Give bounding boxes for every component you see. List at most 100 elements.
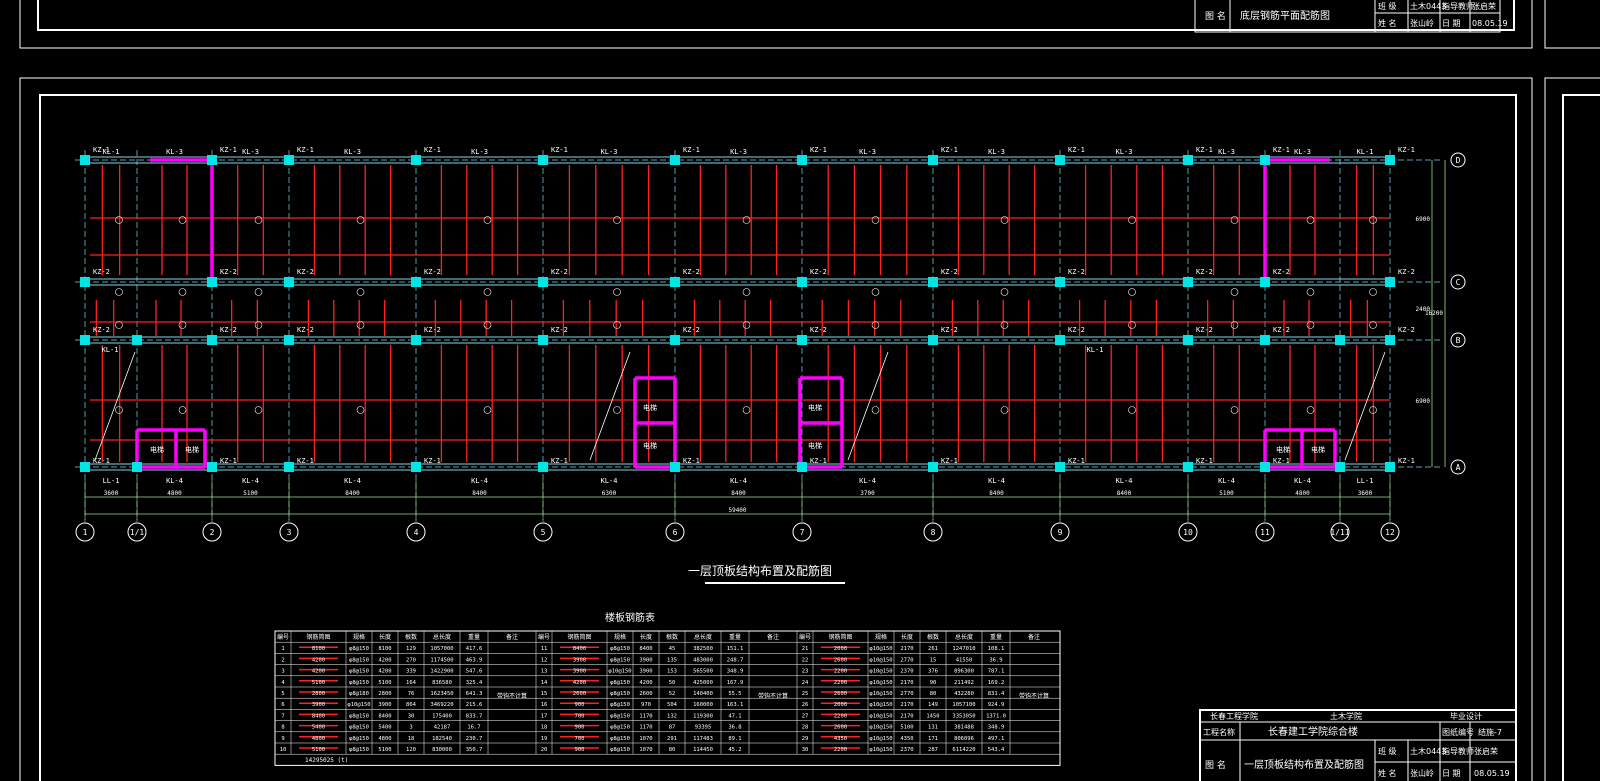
column-label: KZ-1: [683, 457, 700, 465]
rebar-remark: 带钩不计算: [1019, 692, 1049, 700]
beam-label-bottom: KL-4: [859, 477, 876, 485]
rebar-cell: 2600: [639, 691, 652, 697]
dim-bay-9: 8400: [989, 490, 1004, 497]
rebar-cell: 1174500: [430, 657, 453, 663]
rebar-cell: 348.9: [727, 669, 744, 675]
column-label: KZ-1: [1398, 457, 1415, 465]
beam-label-top: KL-3: [1294, 148, 1311, 156]
rebar-table-header: 编号: [799, 633, 811, 641]
beam-label-top: KL-3: [859, 148, 876, 156]
rebar-cell: 27: [802, 713, 809, 719]
rebar-marker: [483, 216, 492, 224]
rebar-cell: 2200: [834, 669, 847, 675]
rebar-cell: 547.6: [466, 669, 483, 675]
column-8-A: [928, 462, 938, 472]
rebar-marker: [1128, 321, 1136, 329]
column-label: KZ-1: [220, 457, 237, 465]
column-2-C: [207, 277, 217, 287]
column-4-B: [411, 335, 421, 345]
rebar-marker: [1306, 321, 1315, 329]
rebar-cell: 4200: [639, 680, 652, 686]
axis-bubble-1/1: [127, 522, 147, 542]
column-label: KZ-2: [220, 326, 237, 334]
rebar-cell: 131: [928, 725, 938, 731]
axis-label-8: 8: [931, 528, 936, 537]
column-2-A: [207, 462, 217, 472]
rebar-cell: φ8@150: [610, 657, 630, 663]
rebar-cell: 3469220: [430, 702, 453, 708]
rebar-cell: 50: [669, 680, 676, 686]
rebar-table-header: 备注: [1028, 633, 1040, 641]
rebar-cell: 432280: [954, 691, 974, 697]
rebar-marker: [1369, 406, 1377, 414]
column-2-D: [207, 155, 217, 165]
structural-plan[interactable]: 电梯电梯电梯电梯电梯电梯电梯电梯KZ-1KZ-2KZ-2KZ-1KZ-1KZ-2…: [75, 146, 1466, 542]
columns: [80, 155, 1395, 472]
column-3-C: [284, 277, 294, 287]
rebar-table-header: 备注: [506, 633, 518, 641]
rebar-cell: 9: [281, 736, 284, 742]
rebar-cell: φ8@150: [349, 680, 369, 686]
rebar-cell: 1170: [639, 713, 652, 719]
rebar-cell: 291: [667, 736, 677, 742]
rebar-cell: 565500: [693, 669, 713, 675]
axis-bubble-1: [75, 522, 95, 542]
rebar-table-header: 备注: [767, 633, 779, 641]
rebar-cell: 287: [928, 747, 938, 753]
rebar-cell: 2600: [573, 691, 586, 697]
rebar-cell: 167.9: [727, 680, 744, 686]
column-8-C: [928, 277, 938, 287]
beam-label-bottom: KL-4: [1294, 477, 1311, 485]
axis-label-11: 11: [1260, 528, 1270, 537]
dim-right-total: 16200: [1425, 310, 1443, 317]
rebar-marker: [1000, 216, 1009, 224]
rebar-cell: 30: [802, 747, 809, 753]
rebar-cell: 5: [281, 691, 284, 697]
column-label: KZ-2: [1196, 268, 1213, 276]
drawing-name: 一层顶板结构布置及配筋图: [1244, 758, 1364, 771]
rebar-cell: 641.3: [466, 691, 483, 697]
column-label: KZ-2: [683, 326, 700, 334]
column-label: KZ-1: [941, 146, 958, 154]
dim-total: 59400: [728, 507, 746, 514]
member-labels: KZ-1KZ-2KZ-2KZ-1KZ-1KZ-2KZ-2KZ-1KZ-1KZ-2…: [93, 146, 1415, 485]
column-label: KZ-2: [551, 326, 568, 334]
rebar-marker: [871, 216, 880, 224]
rebar-cell: 348.9: [988, 725, 1005, 731]
rebar-cell: 700: [575, 713, 585, 719]
rebar-markers: [115, 216, 1377, 414]
rebar-marker: [1128, 288, 1136, 296]
stair-diagonal: [847, 351, 889, 461]
rebar-cell: 2170: [900, 646, 913, 652]
rebar-cell: φ8@150: [610, 713, 630, 719]
rebar-marker: [483, 321, 492, 329]
rebar-cell: φ10@150: [869, 747, 892, 753]
rebar-marker: [871, 288, 880, 296]
rebar-marker: [1000, 288, 1009, 296]
column-9-D: [1055, 155, 1065, 165]
rebar-cell: 4: [281, 680, 285, 686]
column-1/11-A: [1335, 462, 1345, 472]
axis-label-12: 12: [1385, 528, 1395, 537]
top-date-value: 08.05.19: [1472, 19, 1508, 28]
rebar-cell: 15: [930, 657, 937, 663]
column-1/1-B: [132, 335, 142, 345]
beam-label: KL-1: [102, 346, 119, 354]
rebar-marker: [742, 216, 751, 224]
rebar-cell: 381488: [954, 725, 974, 731]
rebar-marker: [742, 406, 751, 414]
beam-label-top: KL-1: [103, 148, 120, 156]
column-6-D: [670, 155, 680, 165]
rebar-marker: [254, 288, 263, 296]
rebar-cell: 483000: [693, 657, 713, 663]
rebar-cell: 4200: [573, 680, 586, 686]
beam-label-bottom: KL-4: [242, 477, 259, 485]
project-label: 工程名称: [1203, 727, 1235, 737]
